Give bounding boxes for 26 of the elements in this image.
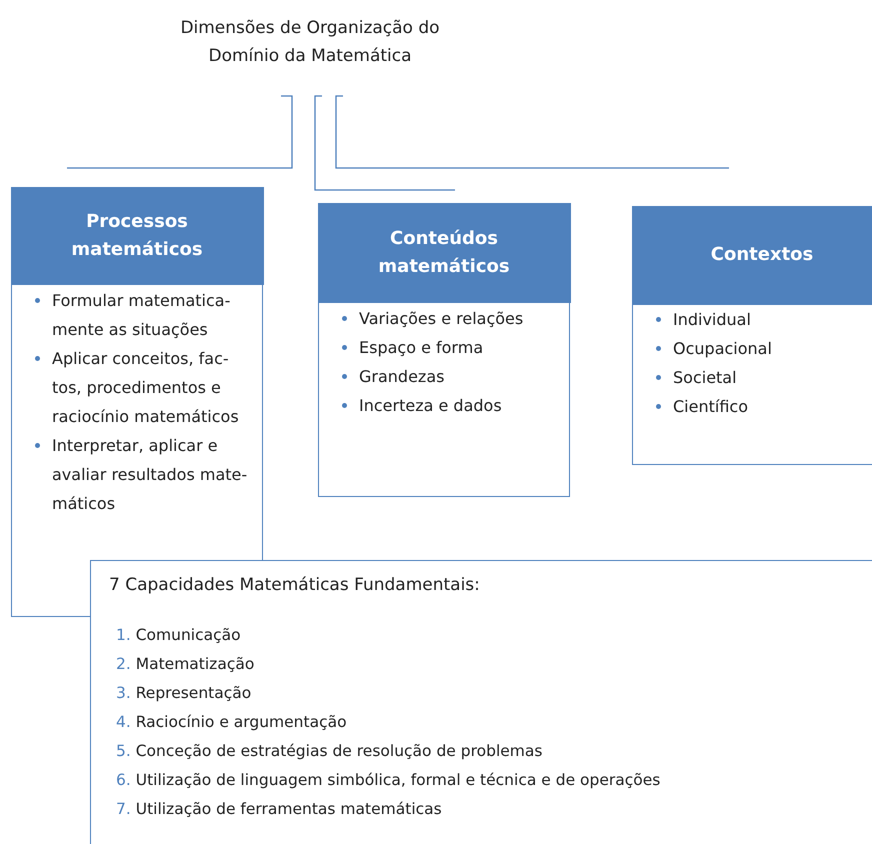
bullet-item: Incerteza e dados [337, 391, 567, 420]
numbered-item: 6. Utilização de linguagem simbólica, formal e técnica e de operações [116, 770, 660, 791]
numbered-item: 2. Matematização [116, 654, 256, 675]
card-header: Contextos [632, 206, 872, 304]
card-header: Conteúdos matemáticos [318, 202, 570, 302]
bullet-item: Aplicar conceitos, fac- tos, procedimentos e raciocínio matemáticos [30, 344, 260, 431]
bullet-item: Interpretar, aplicar e avaliar resultados mate- máticos [30, 431, 260, 518]
bullet-item: Individual [651, 305, 871, 334]
panel-heading: 7 Capacidades Matemáticas Fundamentais: [109, 575, 480, 595]
bullet-item: Ocupacional [651, 334, 871, 363]
bullet-item: Formular matematica- mente as situações [30, 286, 260, 344]
numbered-item: 1. Comunicação [116, 625, 242, 646]
bullet-item: Variações e relações [337, 304, 567, 333]
category-card [318, 203, 570, 497]
bullet-item: Grandezas [337, 362, 567, 391]
numbered-item: 4. Raciocínio e argumentação [116, 712, 348, 733]
numbered-item: 7. Utilização de ferramentas matemáticas [116, 799, 443, 820]
list-panel [90, 560, 872, 844]
bullet-item: Espaço e forma [337, 333, 567, 362]
bullet-item: Societal [651, 363, 871, 392]
card-header: Processos matemáticos [10, 186, 264, 284]
numbered-item: 3. Representação [116, 683, 252, 704]
category-card [632, 206, 872, 465]
title: Dimensões de Organização do Domínio da Matemática [179, 17, 441, 68]
numbered-item: 5. Conceção de estratégias de resolução de problemas [116, 741, 544, 762]
bullet-item: Científico [651, 392, 871, 421]
